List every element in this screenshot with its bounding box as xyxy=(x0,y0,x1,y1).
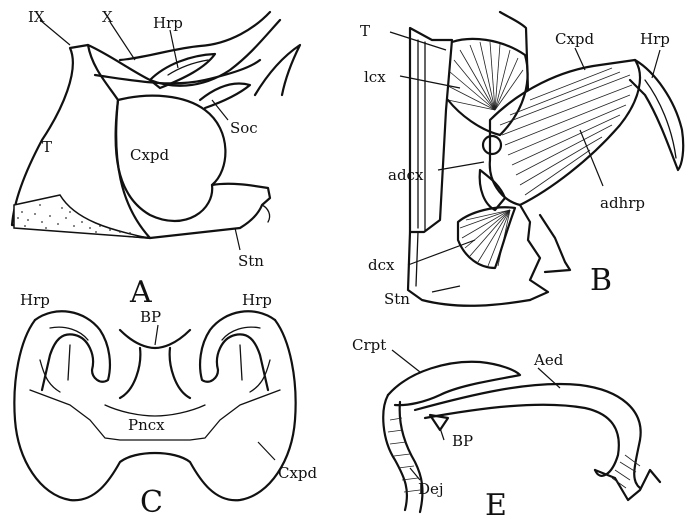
leader-b-cxpd xyxy=(575,48,585,70)
label-c-hrp-right: Hrp xyxy=(242,291,272,309)
panel-letter-c: C xyxy=(140,485,163,520)
leader-a-x xyxy=(110,22,135,60)
label-a-t: T xyxy=(42,138,52,156)
label-e-crpt: Crpt xyxy=(352,336,386,354)
label-b-hrp: Hrp xyxy=(640,30,670,48)
label-e-bp: BP xyxy=(452,432,473,450)
label-a-stn: Stn xyxy=(238,252,264,270)
panel-c-drawing xyxy=(14,311,295,500)
label-c-pncx: Pncx xyxy=(128,416,165,434)
panel-c: Hrp BP Hrp Pncx Cxpd C xyxy=(14,291,317,520)
label-c-bp: BP xyxy=(140,308,161,326)
leader-e-crpt xyxy=(392,350,420,372)
leader-e-bp xyxy=(440,428,444,440)
panel-a: IX X Hrp T Cxpd Soc Stn A xyxy=(12,8,300,310)
leader-a-stn xyxy=(235,228,240,250)
panel-letter-e: E xyxy=(485,488,507,523)
label-c-hrp-left: Hrp xyxy=(20,291,50,309)
label-b-lcx: lcx xyxy=(364,68,386,86)
label-c-cxpd: Cxpd xyxy=(278,464,318,482)
label-b-dcx: dcx xyxy=(368,256,395,274)
panel-e: Crpt Aed BP Dej E xyxy=(352,336,660,523)
label-b-adcx: adcx xyxy=(388,166,424,184)
panel-letter-a: A xyxy=(129,275,152,310)
label-e-dej: Dej xyxy=(418,480,444,498)
label-e-aed: Aed xyxy=(533,351,564,369)
label-a-hrp: Hrp xyxy=(153,14,183,32)
leader-b-stn xyxy=(432,286,460,292)
label-b-adhrp: adhrp xyxy=(600,194,645,212)
label-a-cxpd: Cxpd xyxy=(130,146,170,164)
label-b-t: T xyxy=(360,22,370,40)
panel-letter-b: B xyxy=(590,263,612,298)
panel-b-drawing xyxy=(408,12,683,306)
label-a-ix: IX xyxy=(28,8,45,26)
leader-b-hrp xyxy=(652,50,660,78)
label-b-stn: Stn xyxy=(384,290,410,308)
leader-c-cxpd xyxy=(258,442,275,460)
label-a-x: X xyxy=(102,8,113,26)
label-a-soc: Soc xyxy=(230,119,258,137)
panel-b: T lcx adcx dcx Stn Cxpd Hrp adhrp B xyxy=(360,12,683,308)
leader-b-adcx xyxy=(438,162,484,170)
leader-c-bp xyxy=(155,325,158,345)
label-b-cxpd: Cxpd xyxy=(555,30,595,48)
